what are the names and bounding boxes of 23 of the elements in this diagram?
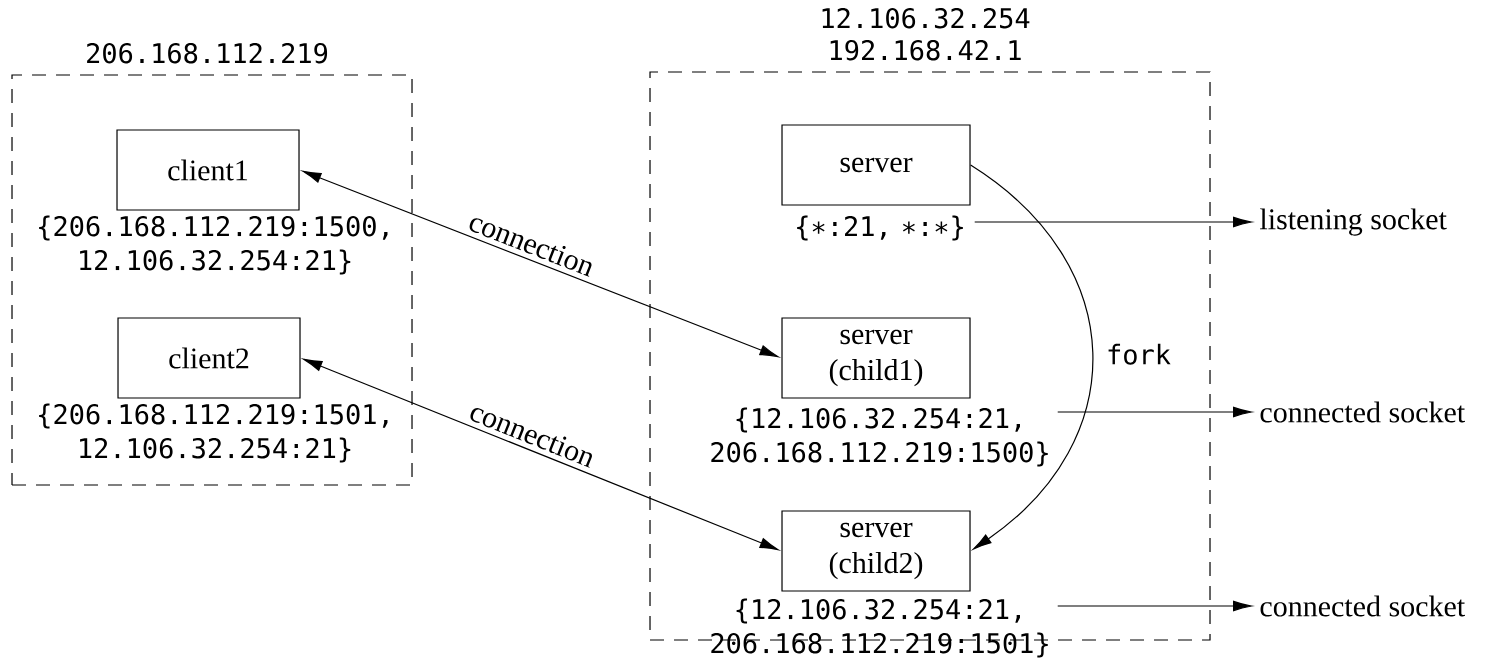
process-box: server (child2) <box>781 510 971 592</box>
socket-label: connected socket <box>1260 595 1465 617</box>
socket-pair: {206.168.112.219:1501, 12.106.32.254:21} <box>39 403 388 463</box>
socket-label: listening socket <box>1260 208 1447 236</box>
process-box: client1 <box>116 129 300 211</box>
address-label: 206.168.112.219 <box>87 42 328 64</box>
arrow <box>974 216 1252 228</box>
socket-label: connected socket <box>1260 401 1465 423</box>
socket-pair: {206.168.112.219:1500, 12.106.32.254:21} <box>39 215 388 275</box>
arrow <box>970 164 1094 550</box>
process-box: server (child1) <box>781 317 971 399</box>
arrow <box>302 170 779 358</box>
process-box: client2 <box>117 317 301 399</box>
arrow <box>303 358 779 551</box>
address-label: 12.106.32.254 <box>822 7 1030 29</box>
socket-pair: {∗:21, ∗:∗} <box>797 215 963 241</box>
edge-label: fork <box>1103 340 1175 368</box>
socket-pair: {12.106.32.254:21, 206.168.112.219:1501} <box>711 598 1048 658</box>
socket-pair: {12.106.32.254:21, 206.168.112.219:1500} <box>711 407 1048 467</box>
address-label: 192.168.42.1 <box>830 39 1021 61</box>
process-box: server <box>781 124 971 206</box>
arrow <box>1057 406 1252 418</box>
arrow <box>1057 600 1252 612</box>
